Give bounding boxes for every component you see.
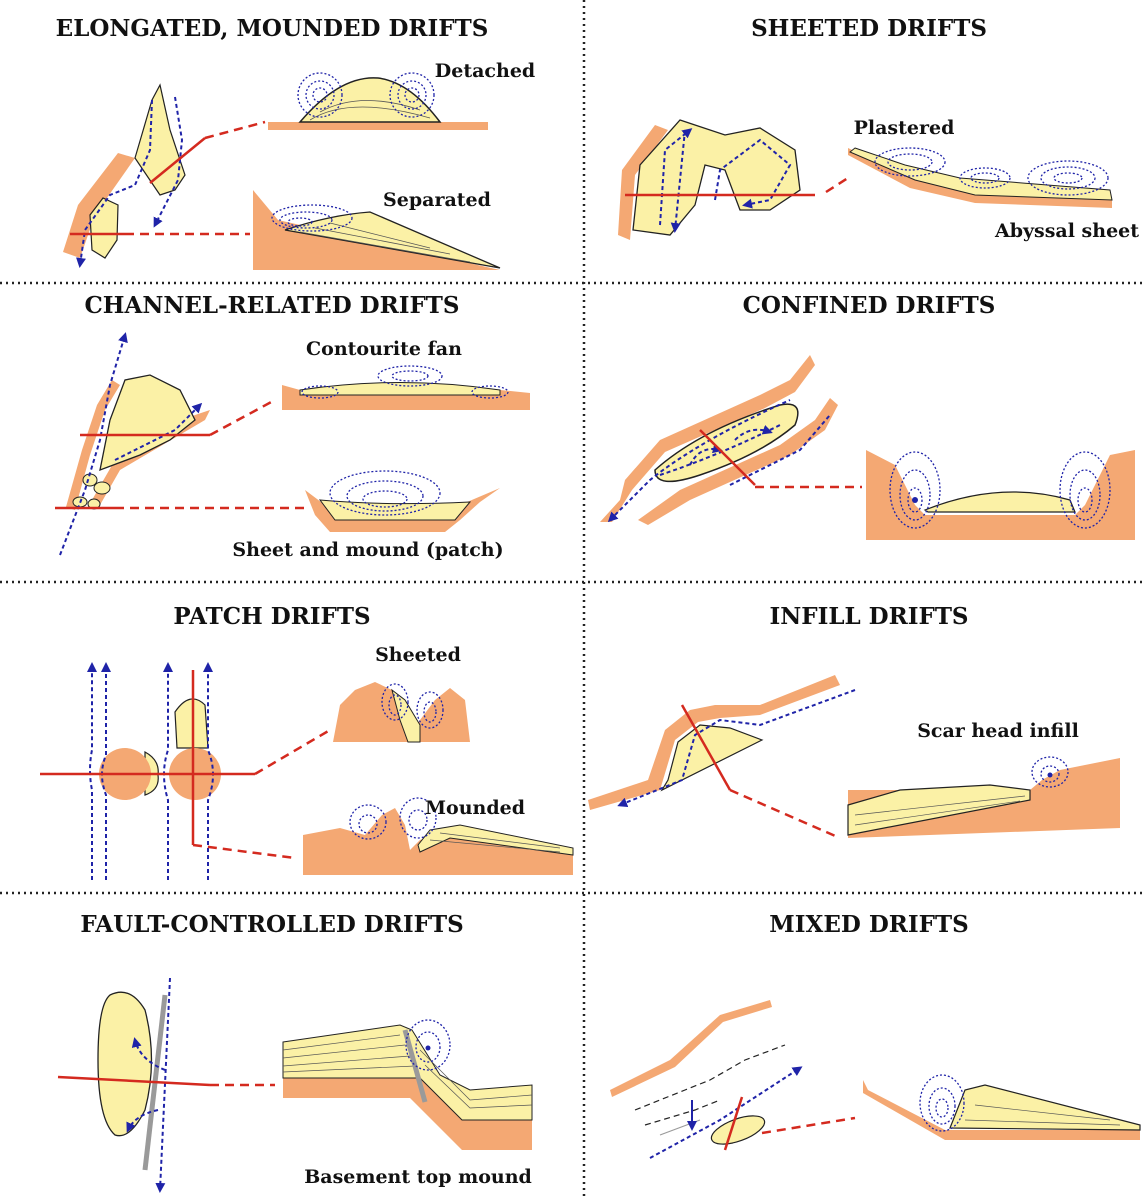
panel-title-mixed: MIXED DRIFTS <box>769 911 968 938</box>
panel-title-patch: PATCH DRIFTS <box>173 603 370 630</box>
plan-view-infill <box>588 675 855 810</box>
panel-mixed: MIXED DRIFTS <box>610 911 1140 1158</box>
plan-view-channel <box>55 335 210 555</box>
label-patch-mounded: Mounded <box>425 797 525 819</box>
section-scar-head-infill <box>848 757 1120 838</box>
plan-view-sheeted <box>618 120 815 240</box>
panel-title-confined: CONFINED DRIFTS <box>743 292 996 319</box>
label-detached: Detached <box>435 60 535 82</box>
label-basement-top-mound: Basement top mound <box>304 1166 532 1188</box>
plan-view-elongated <box>63 85 205 265</box>
panel-title-infill: INFILL DRIFTS <box>769 603 968 630</box>
label-contourite-fan: Contourite fan <box>306 338 462 360</box>
plan-view-confined <box>600 355 838 525</box>
panel-patch: PATCH DRIFTS Sheeted <box>40 603 573 880</box>
plan-view-mixed <box>610 1000 800 1158</box>
panel-infill: INFILL DRIFTS Scar head infill <box>588 603 1120 838</box>
section-contourite-fan <box>282 366 530 410</box>
label-plastered: Plastered <box>854 117 955 139</box>
section-plastered-abyssal <box>848 148 1112 208</box>
panel-elongated-mounded: ELONGATED, MOUNDED DRIFTS Detached <box>56 15 536 270</box>
section-basement-top-mound <box>283 1020 532 1150</box>
plan-view-fault <box>58 978 210 1190</box>
label-sheet-mound: Sheet and mound (patch) <box>232 539 503 561</box>
section-confined <box>866 450 1135 540</box>
panel-title-channel: CHANNEL-RELATED DRIFTS <box>84 292 459 319</box>
panel-title-elongated: ELONGATED, MOUNDED DRIFTS <box>56 15 489 42</box>
section-mixed <box>863 1075 1140 1140</box>
section-sheet-mound <box>305 471 500 532</box>
panel-title-fault: FAULT-CONTROLLED DRIFTS <box>80 911 463 938</box>
label-abyssal-sheet: Abyssal sheet <box>994 220 1139 242</box>
plan-view-patch <box>40 665 255 880</box>
label-separated: Separated <box>383 189 491 211</box>
panel-channel-related: CHANNEL-RELATED DRIFTS Contourite fan <box>55 292 530 561</box>
panel-confined: CONFINED DRIFTS <box>600 292 1135 540</box>
panel-fault-controlled: FAULT-CONTROLLED DRIFTS Basement top mou… <box>58 911 532 1190</box>
panel-title-sheeted: SHEETED DRIFTS <box>751 15 987 42</box>
panel-sheeted: SHEETED DRIFTS Plastered Abyssal sheet <box>618 15 1139 242</box>
section-patch-sheeted <box>333 682 470 742</box>
label-scar-head-infill: Scar head infill <box>917 720 1079 742</box>
label-patch-sheeted: Sheeted <box>375 644 461 666</box>
